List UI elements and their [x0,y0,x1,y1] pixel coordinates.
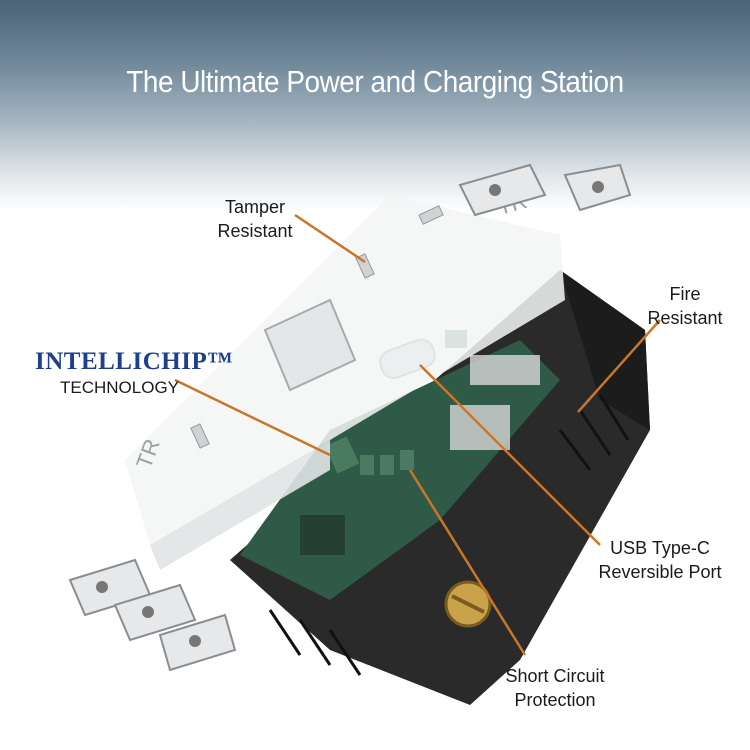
outlet-faceplate [125,195,565,545]
intellichip-brand: INTELLICHIP™ [35,348,233,375]
callout-usb-c: USB Type-C Reversible Port [598,538,722,582]
pcb-grid [450,355,540,450]
page-title: The Ultimate Power and Charging Station [126,64,624,99]
callout-tamper-resistant: Tamper Resistant [217,197,293,241]
mounting-screws [96,181,604,647]
header-gradient [0,0,750,210]
usb-a-port-graphic [263,298,357,392]
callout-lines [174,213,661,656]
housing-side [560,270,650,430]
housing-ribs [268,394,630,676]
faceplate-edge [150,440,330,570]
callout-short-circuit: Short Circuit Protection [505,666,605,710]
intellichip-technology: TECHNOLOGY [60,378,180,397]
callout-fire-resistant: Fire Resistant [647,284,723,328]
